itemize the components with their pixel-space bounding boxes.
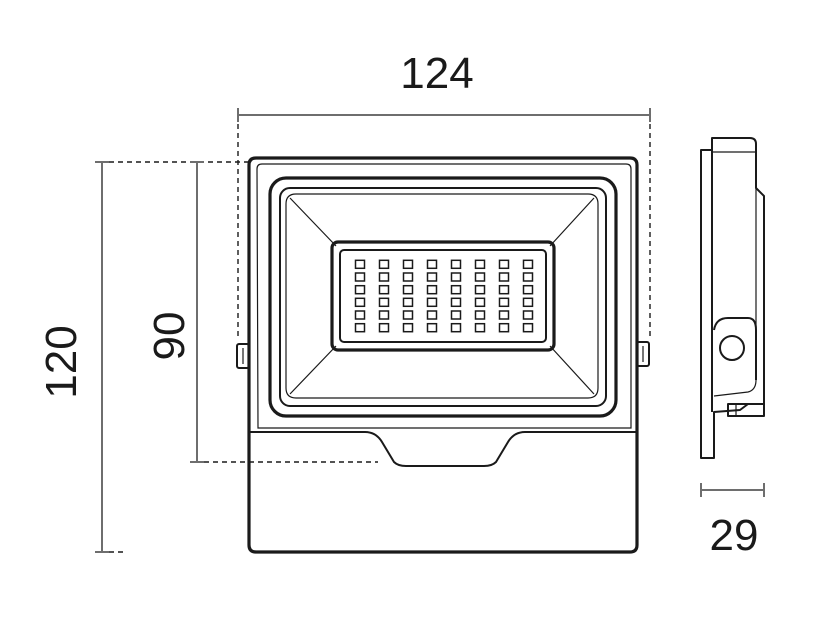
lamp-height-label: 90	[145, 312, 194, 361]
bracket-notch	[249, 431, 637, 467]
led-chip	[498, 284, 510, 295]
led-chip	[378, 322, 390, 333]
led-chip	[522, 297, 534, 308]
led-chip	[354, 259, 366, 270]
led-chip	[450, 322, 462, 333]
led-chip	[402, 259, 414, 270]
reflector-corner-tl	[289, 197, 337, 247]
dimension-total-height: 120	[37, 161, 252, 553]
led-chip	[498, 259, 510, 270]
dimension-width: 124	[237, 49, 651, 340]
led-chip	[474, 322, 486, 333]
led-chip	[378, 284, 390, 295]
led-chip	[426, 322, 438, 333]
side-pivot-knob	[719, 335, 745, 361]
depth-label: 29	[710, 511, 759, 560]
led-chip	[402, 310, 414, 320]
led-chip	[474, 259, 486, 270]
led-chip	[522, 310, 534, 320]
led-chip	[354, 297, 366, 308]
led-chip	[378, 259, 390, 270]
led-chip	[402, 297, 414, 308]
led-chip	[378, 310, 390, 320]
led-chip	[450, 297, 462, 308]
led-chip	[402, 284, 414, 295]
led-chip	[498, 310, 510, 320]
side-housing-outline	[700, 137, 765, 459]
led-chip	[498, 297, 510, 308]
led-chip	[426, 284, 438, 295]
led-chip	[354, 284, 366, 295]
dimension-depth: 29	[700, 483, 765, 560]
led-chip	[474, 297, 486, 308]
led-chip	[426, 259, 438, 270]
right-knob	[636, 341, 650, 367]
width-label: 124	[400, 49, 473, 98]
led-chip	[426, 310, 438, 320]
side-back-fin	[713, 188, 757, 397]
led-chip	[402, 272, 414, 282]
led-chip	[354, 322, 366, 333]
led-chip	[498, 322, 510, 333]
led-chip	[474, 272, 486, 282]
led-board-outer	[330, 240, 556, 352]
led-chip	[474, 310, 486, 320]
led-chip	[354, 310, 366, 320]
led-chip	[498, 272, 510, 282]
led-chip	[426, 272, 438, 282]
led-chip	[474, 284, 486, 295]
reflector-corner-bl	[289, 345, 337, 395]
side-bottom-foot	[727, 403, 765, 417]
led-chip	[426, 297, 438, 308]
led-chip	[450, 310, 462, 320]
dimension-lamp-height: 90	[145, 161, 378, 463]
led-chip	[402, 322, 414, 333]
led-board-inner	[339, 249, 547, 343]
housing-outline	[247, 156, 639, 554]
lens-frame-inner	[279, 187, 607, 407]
reflector-corner-br	[549, 345, 595, 395]
led-chip	[522, 259, 534, 270]
lens-frame-outer	[268, 176, 618, 418]
led-chip	[522, 322, 534, 333]
housing-inner-edge	[256, 163, 632, 429]
left-knob	[236, 343, 250, 369]
total-height-label: 120	[37, 325, 86, 398]
led-chip	[450, 259, 462, 270]
side-bracket-arm	[713, 317, 757, 380]
led-chip	[450, 284, 462, 295]
led-grid	[354, 259, 534, 333]
front-view	[236, 156, 650, 554]
led-chip	[522, 272, 534, 282]
side-view	[700, 137, 765, 459]
led-chip	[378, 297, 390, 308]
led-chip	[522, 284, 534, 295]
led-chip	[354, 272, 366, 282]
led-chip	[450, 272, 462, 282]
led-chip	[378, 272, 390, 282]
reflector-outline	[285, 193, 599, 399]
reflector-corner-tr	[549, 197, 595, 247]
